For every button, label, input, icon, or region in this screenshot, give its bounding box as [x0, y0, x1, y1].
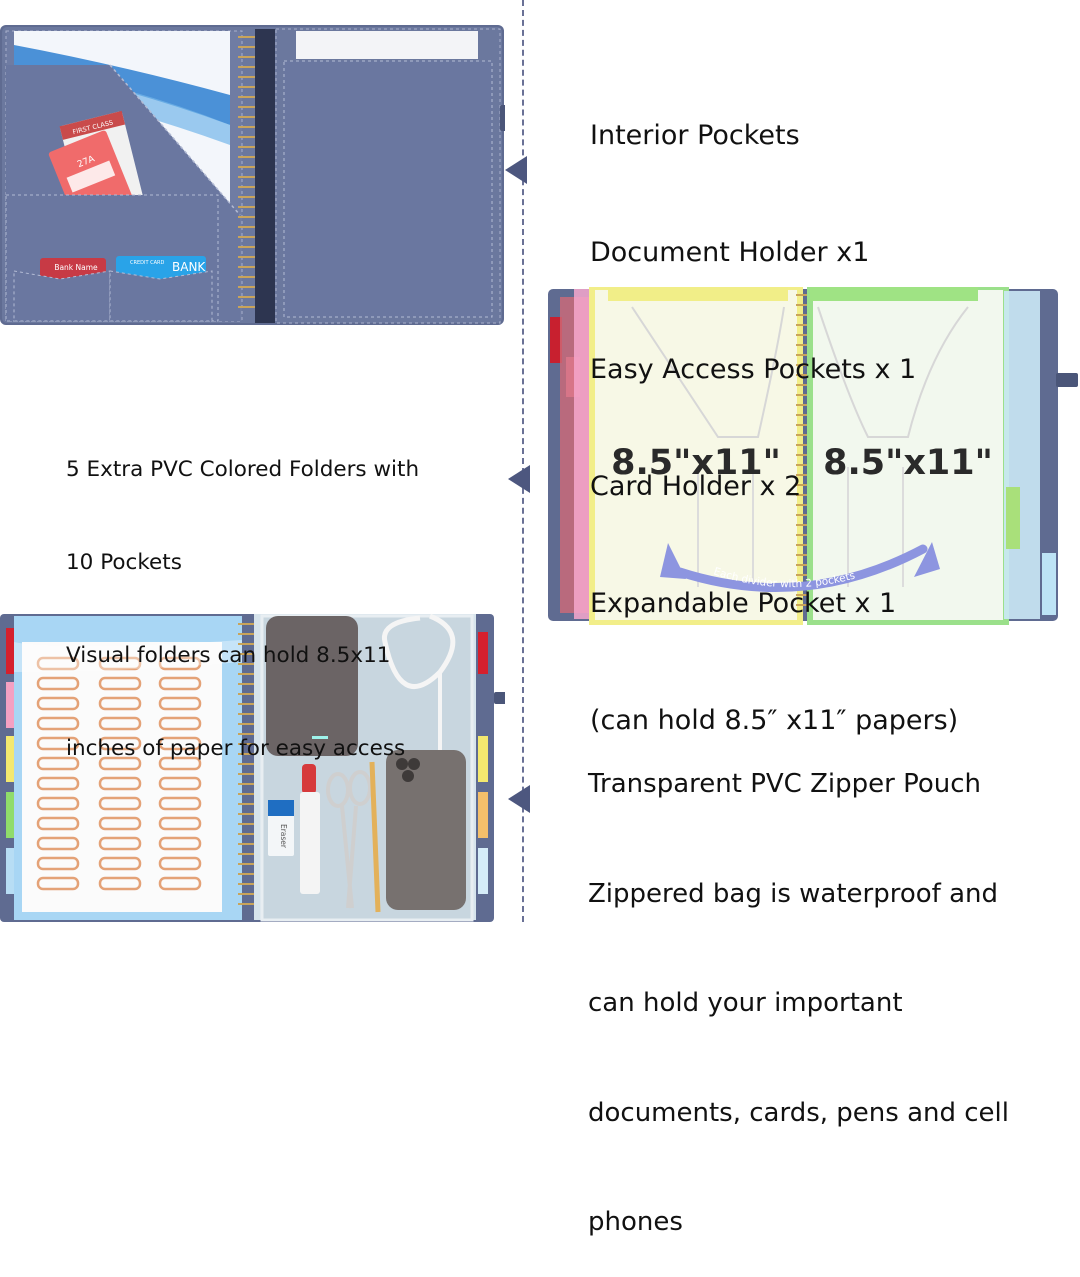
colored-folders-text: 5 Extra PVC Colored Folders with 10 Pock… — [66, 392, 419, 795]
pointer-arrow-folders — [508, 465, 530, 493]
zipper-line: can hold your important — [588, 988, 903, 1018]
credit-card-header-text: CREDIT CARD — [130, 260, 164, 266]
interior-line: Card Holder x 2 — [590, 471, 802, 502]
interior-pockets-text: Interior Pockets Document Holder x1 Easy… — [590, 38, 958, 779]
eraser-text: Eraser — [279, 824, 288, 849]
interior-line: Document Holder x1 — [590, 237, 870, 268]
folders-line: Visual folders can hold 8.5x11 — [66, 643, 391, 668]
size-label-right: 8.5"x11" — [823, 443, 993, 483]
pointer-arrow-interior — [505, 156, 527, 184]
interior-line: Expandable Pocket x 1 — [590, 588, 897, 619]
folders-line: inches of paper for easy access — [66, 736, 406, 761]
credit-card-bank-text: BANK — [172, 260, 206, 274]
pointer-arrow-zipper — [508, 785, 530, 813]
folders-line: 10 Pockets — [66, 550, 182, 575]
interior-line: Easy Access Pockets x 1 — [590, 354, 917, 385]
zipper-line: Zippered bag is waterproof and — [588, 878, 999, 909]
interior-title: Interior Pockets — [590, 120, 800, 151]
colored-folders-photo: 8.5"x11" 8.5"x11" Each divider with 2 po… — [548, 287, 1078, 625]
interior-line: (can hold 8.5″ x11″ papers) — [590, 705, 959, 736]
size-label-left: 8.5"x11" — [611, 443, 781, 483]
zipper-pouch-photo: Eraser — [0, 613, 505, 922]
dashed-divider-line — [522, 0, 524, 922]
zipper-line: phones — [588, 1207, 683, 1237]
interior-pockets-photo: FIRST CLASS 27A Bank Name CREDIT CARD BA… — [0, 25, 505, 325]
zipper-title: Transparent PVC Zipper Pouch — [588, 769, 981, 799]
zipper-pouch-text: Transparent PVC Zipper Pouch Zippered ba… — [588, 693, 1009, 1277]
bank-card-text: Bank Name — [54, 263, 98, 272]
folders-line: 5 Extra PVC Colored Folders with — [66, 457, 420, 482]
zipper-line: documents, cards, pens and cell — [588, 1097, 1010, 1128]
